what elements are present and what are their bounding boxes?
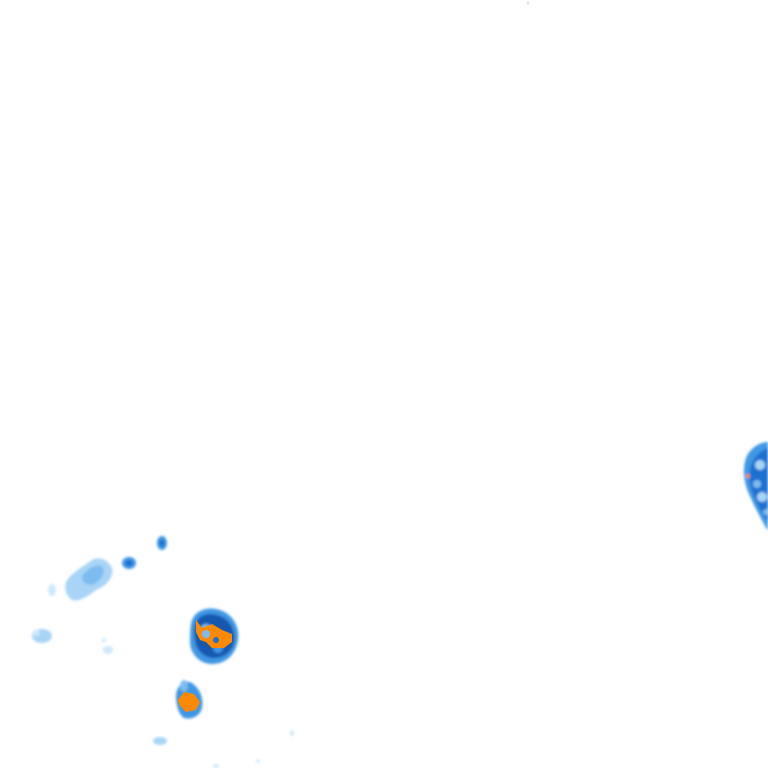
storm-cell-south-small	[176, 680, 203, 719]
storm-cell-southwest	[190, 608, 239, 664]
storm-cell-east	[743, 442, 768, 530]
echo-speck-top	[526, 1, 530, 5]
scattered-light-echoes	[153, 730, 294, 768]
light-echo-cluster-west	[32, 536, 167, 654]
